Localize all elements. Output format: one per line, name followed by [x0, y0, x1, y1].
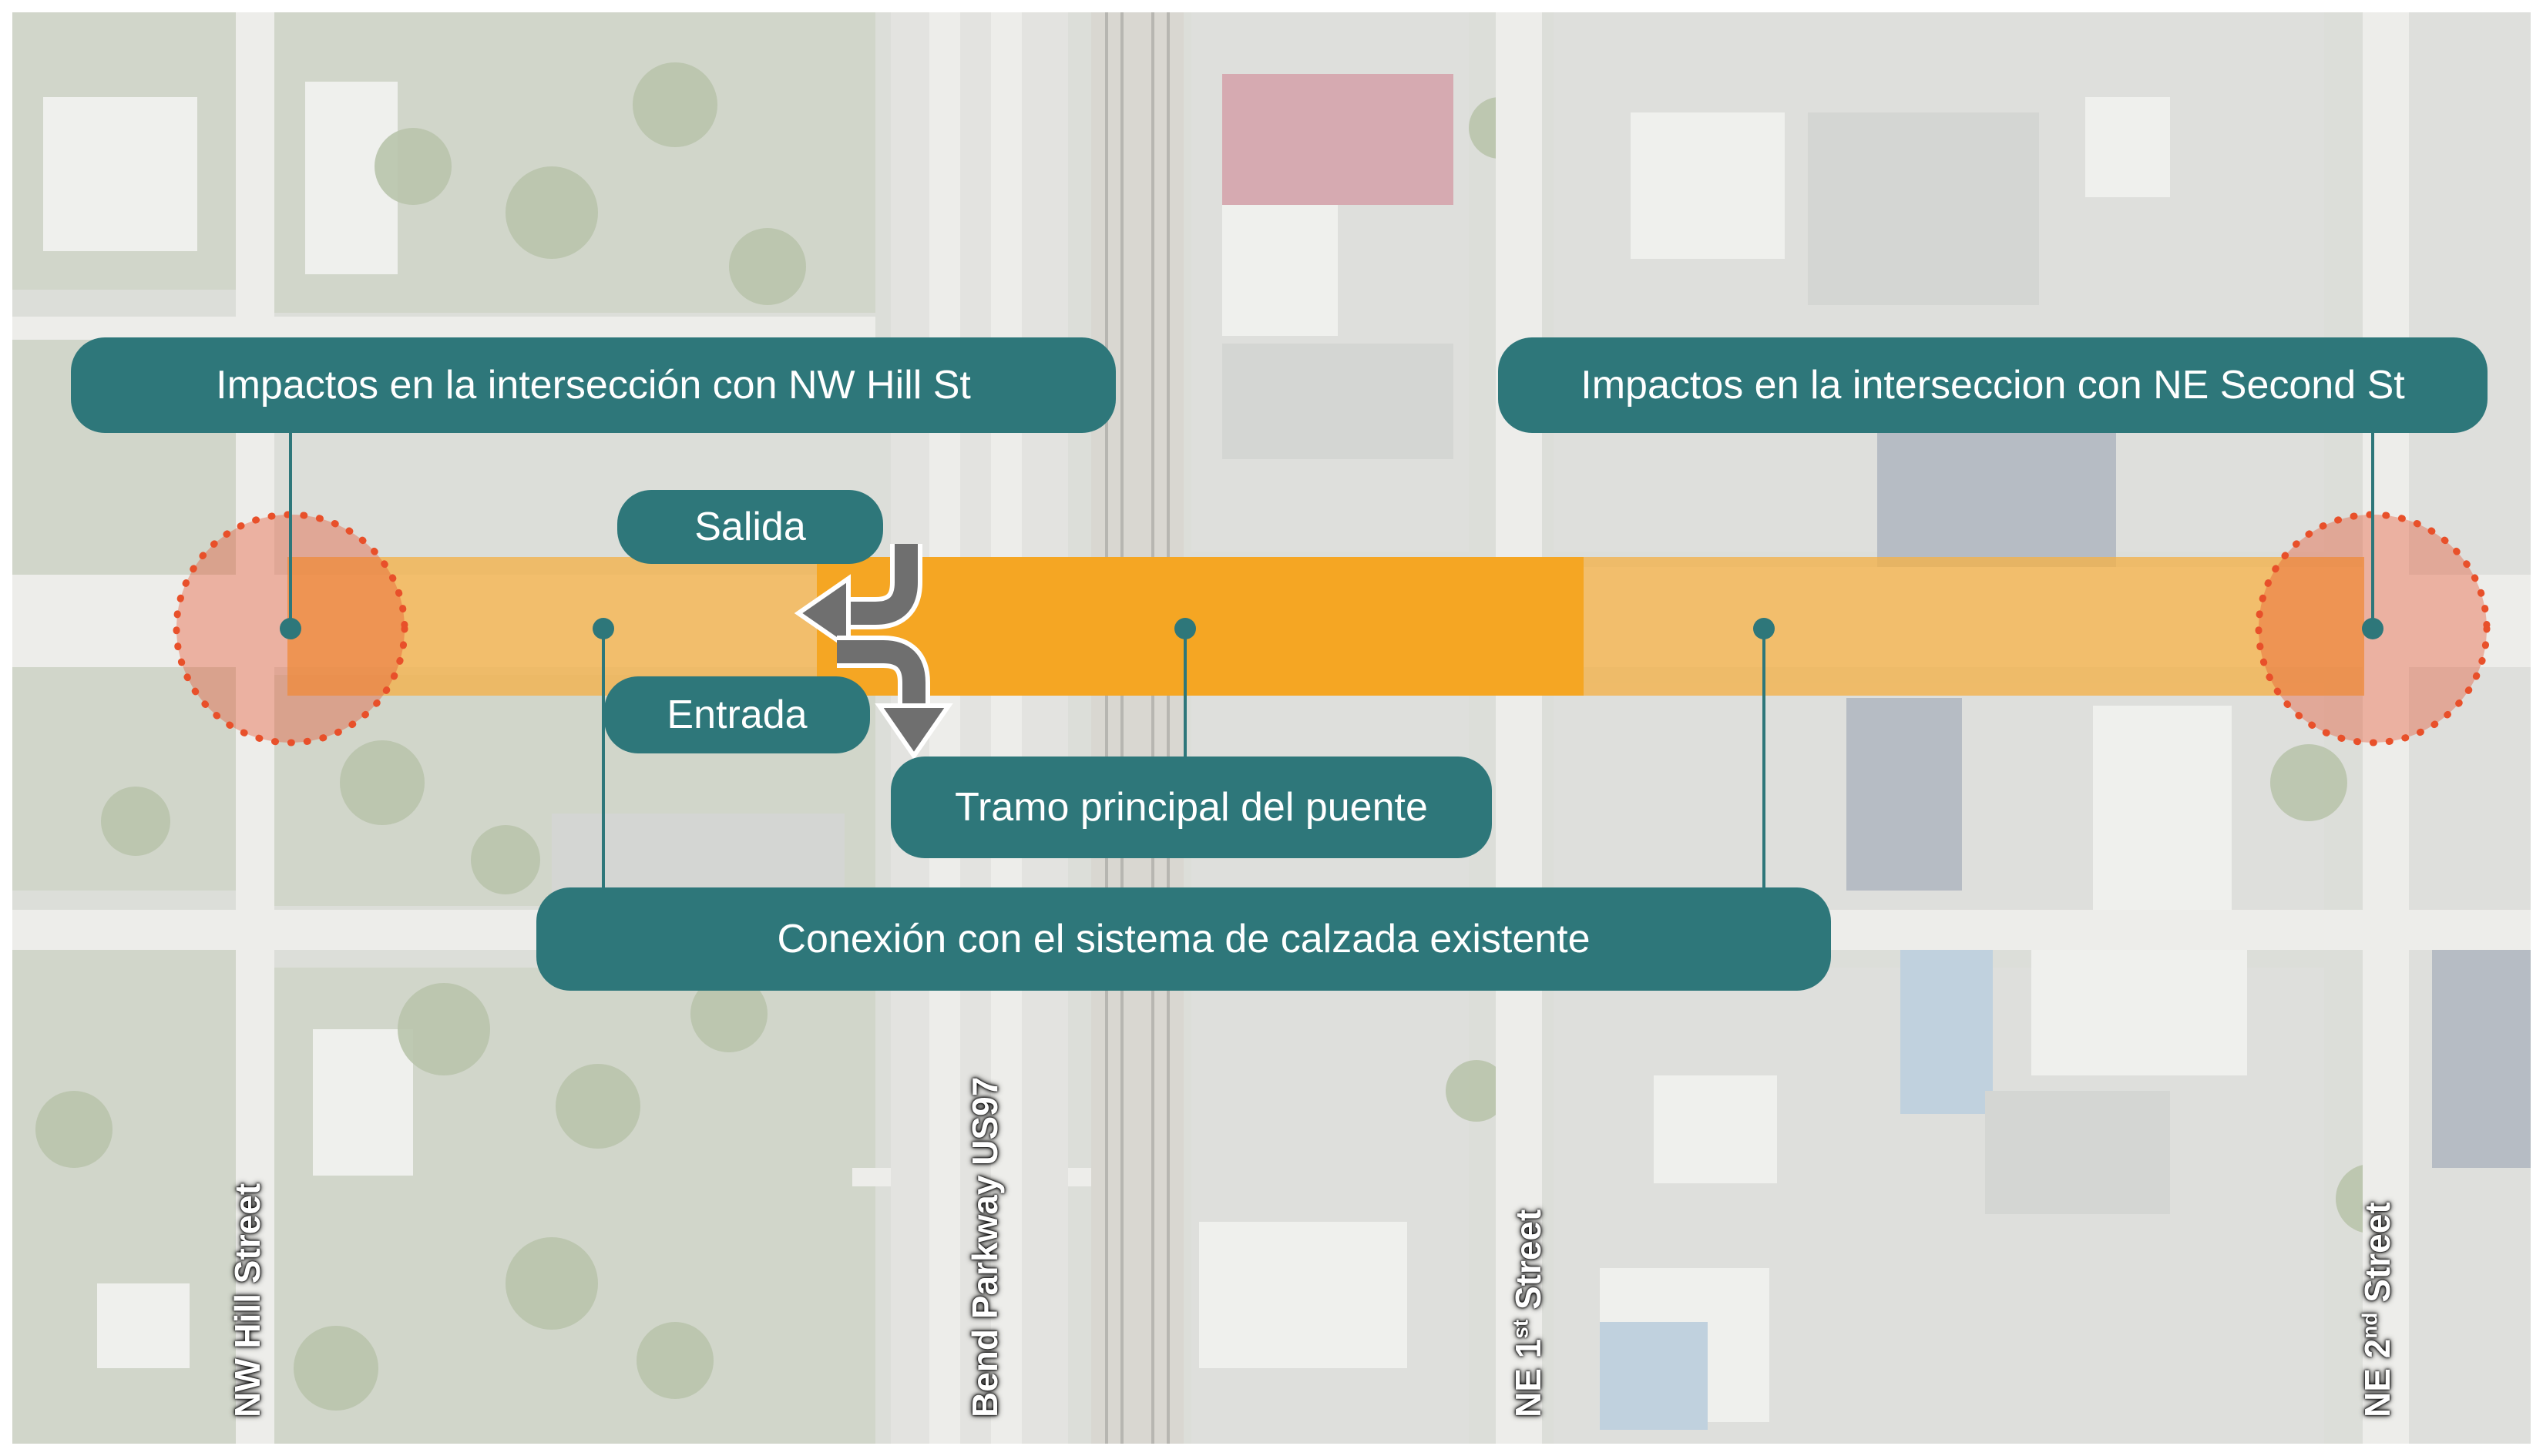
- street-label-hill: NW Hill Street: [227, 1183, 267, 1417]
- project-overlay: [173, 428, 2491, 891]
- entrance-arrow-icon: [837, 636, 953, 760]
- corridor-connection-east: [1584, 557, 2364, 696]
- aerial-map: Impactos en la intersección con NW Hill …: [12, 12, 2531, 1444]
- corridor-main-span: [817, 557, 1584, 696]
- callout-second-intersection: Impactos en la interseccion con NE Secon…: [1498, 337, 2488, 433]
- callout-connection: Conexión con el sistema de calzada exist…: [536, 887, 1831, 991]
- callout-exit: Salida: [617, 490, 883, 564]
- exit-arrow-icon: [794, 544, 922, 653]
- callout-hill-intersection: Impactos en la intersección con NW Hill …: [71, 337, 1116, 433]
- callout-main-span: Tramo principal del puente: [891, 757, 1492, 858]
- street-label-first: NE 1st Street: [1508, 1209, 1548, 1417]
- callout-entrance: Entrada: [604, 676, 870, 753]
- street-label-parkway: Bend Parkway US97: [965, 1076, 1005, 1417]
- street-label-second: NE 2nd Street: [2357, 1202, 2397, 1417]
